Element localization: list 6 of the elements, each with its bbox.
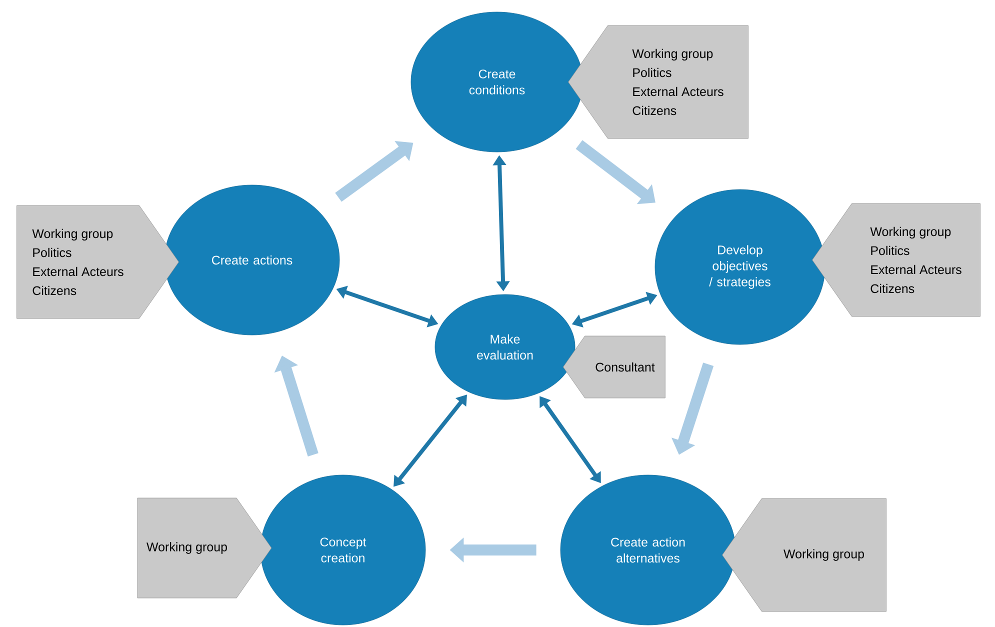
callout-box: Working group bbox=[722, 498, 886, 612]
callout-box: Working group Politics External Acteurs Citizens bbox=[812, 203, 980, 317]
callout-box: Working group Politics External Acteurs Citizens bbox=[568, 25, 748, 139]
callout-box: Consultant bbox=[562, 336, 666, 398]
callout-box: Working group bbox=[137, 498, 272, 598]
callout-box: Working group Politics External Acteurs Citizens bbox=[16, 205, 179, 319]
